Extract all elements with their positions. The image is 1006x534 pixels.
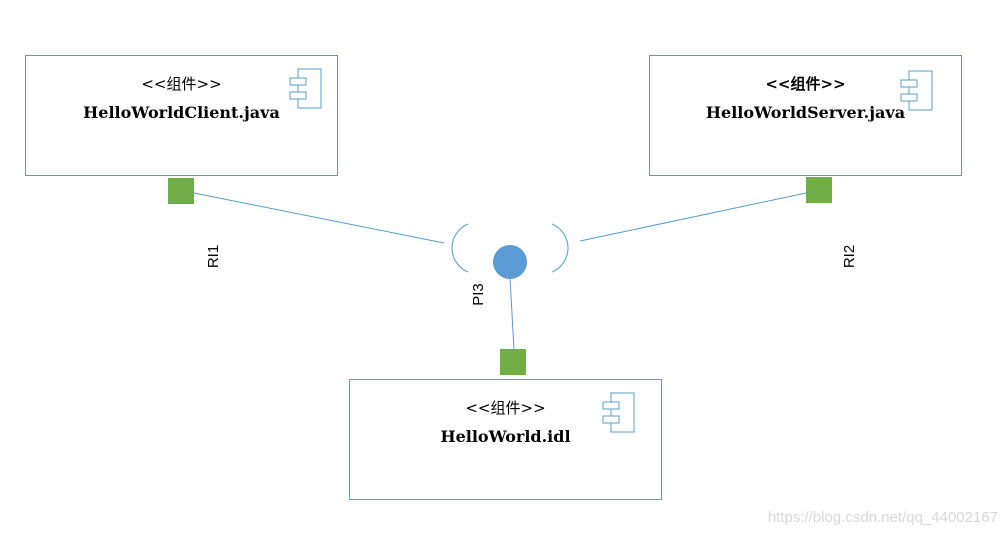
component-icon bbox=[289, 68, 322, 109]
interface-label-pi3: PI3 bbox=[469, 283, 487, 306]
server-stereotype: <<组件>> bbox=[765, 75, 846, 93]
server-port[interactable] bbox=[806, 177, 832, 203]
idl-stereotype: <<组件>> bbox=[465, 399, 546, 417]
server-socket-arc bbox=[551, 223, 569, 273]
interface-label-ri1: RI1 bbox=[205, 244, 223, 269]
interface-label-ri2: RI2 bbox=[841, 244, 859, 269]
idl-name: HelloWorld.idl bbox=[440, 427, 571, 446]
component-client[interactable]: <<组件>> HelloWorldClient.java bbox=[25, 55, 338, 176]
client-name: HelloWorldClient.java bbox=[83, 103, 280, 122]
component-icon bbox=[602, 392, 635, 433]
server-name: HelloWorldServer.java bbox=[705, 103, 906, 122]
idl-port[interactable] bbox=[500, 349, 526, 375]
server-connector-line bbox=[579, 192, 807, 242]
idl-connector-line bbox=[509, 277, 515, 351]
component-icon bbox=[900, 70, 933, 111]
client-port[interactable] bbox=[168, 178, 194, 204]
client-socket-arc bbox=[451, 223, 469, 273]
watermark-text: https://blog.csdn.net/qq_44002167 bbox=[767, 509, 998, 526]
provided-interface-ball bbox=[493, 245, 527, 279]
component-idl[interactable]: <<组件>> HelloWorld.idl bbox=[349, 379, 662, 500]
client-connector-line bbox=[193, 192, 445, 244]
client-stereotype: <<组件>> bbox=[141, 75, 222, 93]
component-server[interactable]: <<组件>> HelloWorldServer.java bbox=[649, 55, 962, 176]
